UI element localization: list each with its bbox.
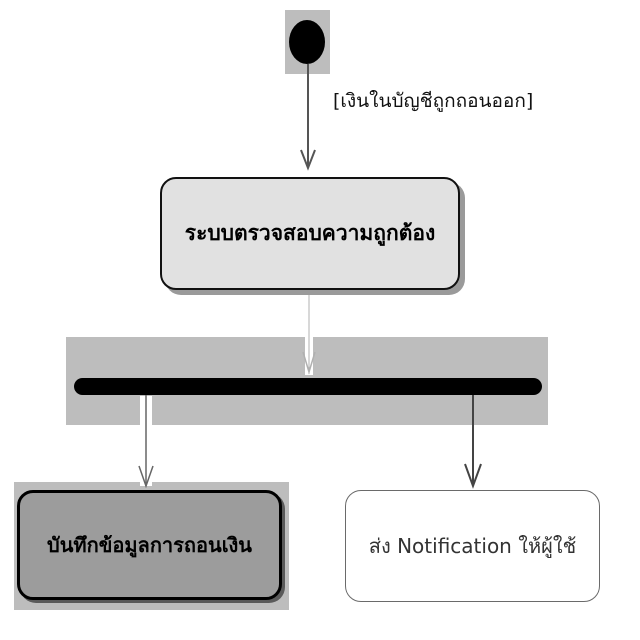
arrowhead-save: [138, 465, 154, 489]
guard-condition: [เงินในบัญชีถูกถอนออก]: [333, 90, 534, 112]
fork-bar: [74, 378, 542, 395]
initial-node: [289, 20, 325, 64]
arrowhead-check: [300, 149, 316, 171]
arrowhead-notify: [464, 463, 482, 489]
action-save-withdrawal: บันทึกข้อมูลการถอนเงิน: [17, 490, 282, 600]
action-send-notification: ส่ง Notification ให้ผู้ใช้: [345, 490, 600, 602]
action-verify-correctness: ระบบตรวจสอบความถูกต้อง: [160, 177, 460, 290]
arrowhead-fork: [302, 351, 316, 375]
